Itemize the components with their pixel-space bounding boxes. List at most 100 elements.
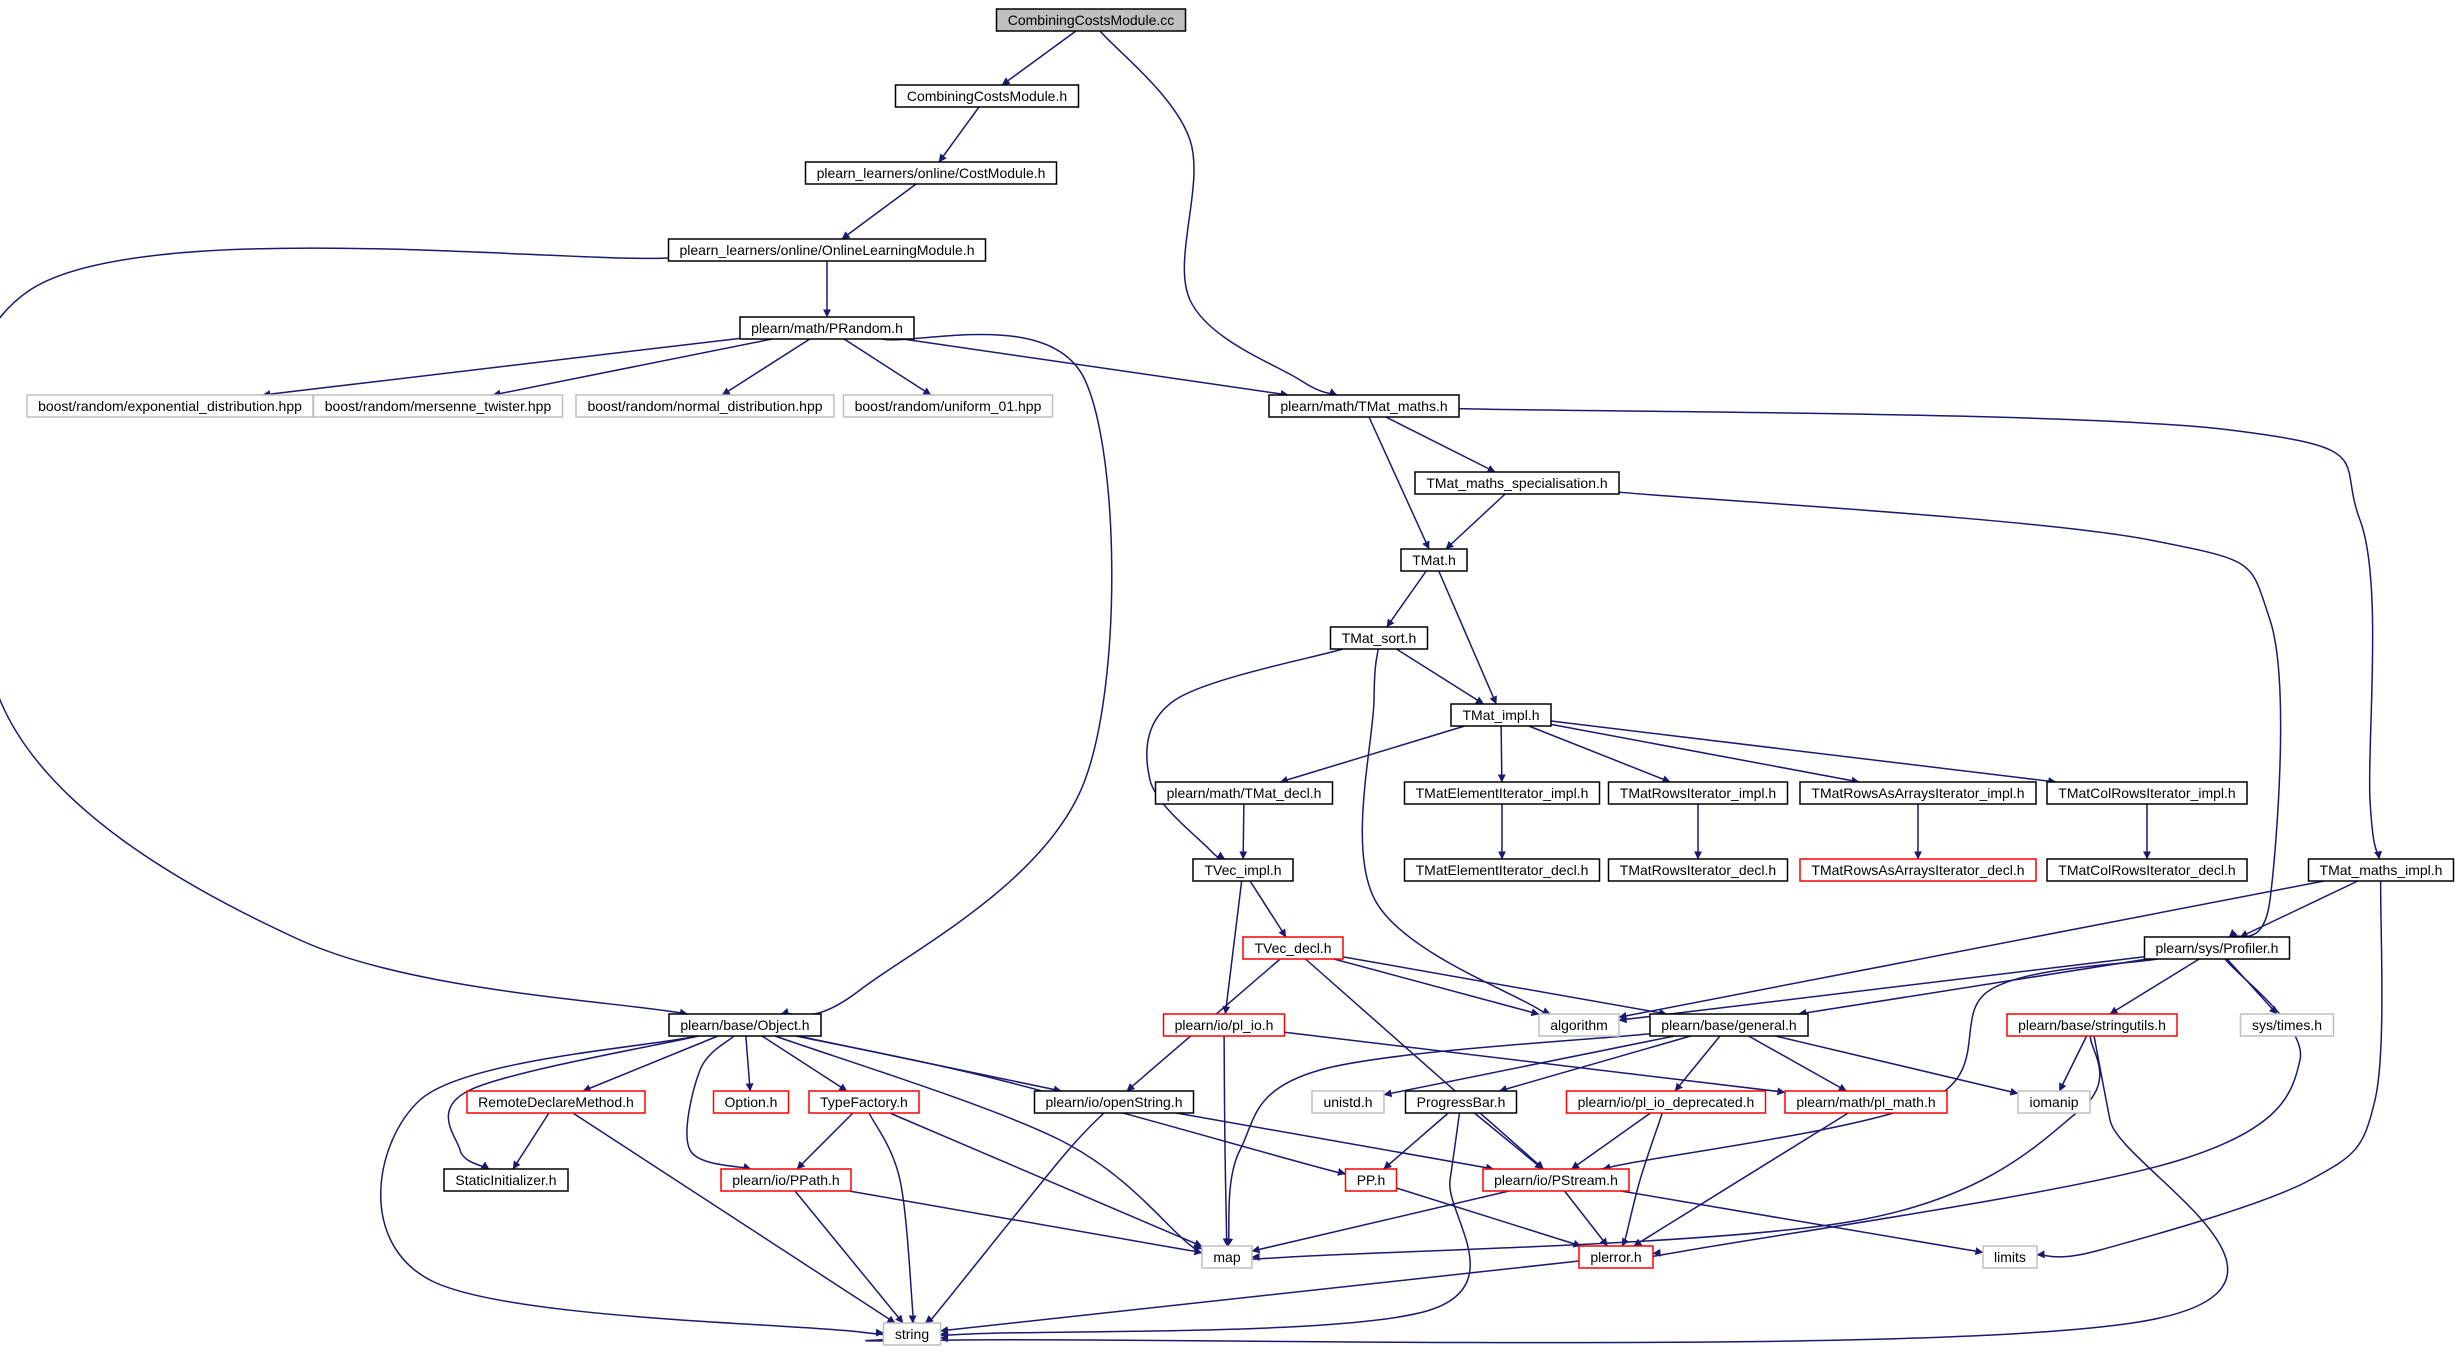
node-tmat-sort-h[interactable]: TMat_sort.h [1329, 626, 1429, 650]
node-tmat-impl-h[interactable]: TMat_impl.h [1450, 703, 1552, 727]
node-map[interactable]: map [1201, 1245, 1253, 1269]
node-box[interactable] [443, 1168, 569, 1192]
node-box[interactable] [575, 394, 835, 418]
node-box[interactable] [1162, 1013, 1286, 1037]
node-onlinelearningmodule-h[interactable]: plearn_learners/online/OnlineLearningMod… [667, 238, 987, 262]
node-box[interactable] [739, 316, 915, 340]
node-box[interactable] [804, 161, 1058, 185]
node-tmat-decl-h[interactable]: plearn/math/TMat_decl.h [1154, 781, 1334, 805]
node-tmat-maths-h[interactable]: plearn/math/TMat_maths.h [1268, 394, 1460, 418]
node-box[interactable] [1201, 1245, 1253, 1269]
node-box[interactable] [1982, 1245, 2038, 1269]
node-box[interactable] [1033, 1090, 1195, 1114]
node-box[interactable] [1242, 936, 1344, 960]
node-pl-io-h[interactable]: plearn/io/pl_io.h [1162, 1013, 1286, 1037]
node-tmatcolrowsiterator-decl-h[interactable]: TMatColRowsIterator_decl.h [2046, 858, 2248, 882]
node-box[interactable] [1607, 858, 1789, 882]
node-box[interactable] [1403, 781, 1601, 805]
node-box[interactable] [808, 1090, 920, 1114]
node-box[interactable] [2307, 858, 2455, 882]
node-box[interactable] [1607, 781, 1789, 805]
node-box[interactable] [882, 1322, 942, 1346]
node-tvec-impl-h[interactable]: TVec_impl.h [1192, 858, 1294, 882]
node-box[interactable] [1154, 781, 1334, 805]
node-pl-math-h[interactable]: plearn/math/pl_math.h [1784, 1090, 1948, 1114]
node-box[interactable] [2046, 781, 2248, 805]
node-staticinitializer-h[interactable]: StaticInitializer.h [443, 1168, 569, 1192]
node-box[interactable] [1404, 1090, 1518, 1114]
node-typefactory-h[interactable]: TypeFactory.h [808, 1090, 920, 1114]
node-unistd-h[interactable]: unistd.h [1311, 1090, 1385, 1114]
node-progressbar-h[interactable]: ProgressBar.h [1404, 1090, 1518, 1114]
node-tmat-h[interactable]: TMat.h [1400, 548, 1468, 572]
node-tvec-decl-h[interactable]: TVec_decl.h [1242, 936, 1344, 960]
node-box[interactable] [1329, 626, 1429, 650]
node-box[interactable] [842, 394, 1054, 418]
node-box[interactable] [1268, 394, 1460, 418]
node-box[interactable] [2017, 1090, 2091, 1114]
node-sys-times-h[interactable]: sys/times.h [2239, 1013, 2335, 1037]
node-costmodule-h[interactable]: plearn_learners/online/CostModule.h [804, 161, 1058, 185]
node-box[interactable] [1400, 548, 1468, 572]
node-tmatcolrowsiterator-impl-h[interactable]: TMatColRowsIterator_impl.h [2046, 781, 2248, 805]
node-ppath-h[interactable]: plearn/io/PPath.h [720, 1168, 852, 1192]
node-remotedeclaremethod-h[interactable]: RemoteDeclareMethod.h [466, 1090, 646, 1114]
node-tmat-maths-specialisation-h[interactable]: TMat_maths_specialisation.h [1414, 471, 1620, 495]
node-iomanip[interactable]: iomanip [2017, 1090, 2091, 1114]
node-box[interactable] [1578, 1245, 1654, 1269]
node-box[interactable] [720, 1168, 852, 1192]
node-combiningcostsmodule-cc[interactable]: CombiningCostsModule.cc [995, 8, 1187, 32]
node-tmatelementiterator-decl-h[interactable]: TMatElementIterator_decl.h [1403, 858, 1601, 882]
node-general-h[interactable]: plearn/base/general.h [1649, 1013, 1809, 1037]
node-box[interactable] [1565, 1090, 1767, 1114]
node-exponential-distribution-hpp[interactable]: boost/random/exponential_distribution.hp… [26, 394, 314, 418]
node-box[interactable] [312, 394, 564, 418]
node-object-h[interactable]: plearn/base/Object.h [668, 1013, 822, 1037]
node-box[interactable] [1482, 1168, 1630, 1192]
node-stringutils-h[interactable]: plearn/base/stringutils.h [2006, 1013, 2178, 1037]
node-box[interactable] [1192, 858, 1294, 882]
node-profiler-h[interactable]: plearn/sys/Profiler.h [2143, 936, 2291, 960]
node-box[interactable] [1799, 781, 2037, 805]
node-plerror-h[interactable]: plerror.h [1578, 1245, 1654, 1269]
node-box[interactable] [894, 84, 1080, 108]
node-tmatrowsasarraysiterator-impl-h[interactable]: TMatRowsAsArraysIterator_impl.h [1799, 781, 2037, 805]
node-normal-distribution-hpp[interactable]: boost/random/normal_distribution.hpp [575, 394, 835, 418]
node-box[interactable] [712, 1090, 790, 1114]
node-box[interactable] [466, 1090, 646, 1114]
node-box[interactable] [1450, 703, 1552, 727]
node-algorithm[interactable]: algorithm [1538, 1013, 1620, 1037]
node-box[interactable] [2143, 936, 2291, 960]
node-box[interactable] [2006, 1013, 2178, 1037]
node-box[interactable] [1311, 1090, 1385, 1114]
node-box[interactable] [995, 8, 1187, 32]
node-box[interactable] [668, 1013, 822, 1037]
node-combiningcostsmodule-h[interactable]: CombiningCostsModule.h [894, 84, 1080, 108]
node-box[interactable] [1799, 858, 2037, 882]
node-box[interactable] [1649, 1013, 1809, 1037]
node-box[interactable] [1538, 1013, 1620, 1037]
node-mersenne-twister-hpp[interactable]: boost/random/mersenne_twister.hpp [312, 394, 564, 418]
node-box[interactable] [1403, 858, 1601, 882]
node-uniform-01-hpp[interactable]: boost/random/uniform_01.hpp [842, 394, 1054, 418]
node-box[interactable] [1344, 1168, 1398, 1192]
node-pp-h[interactable]: PP.h [1344, 1168, 1398, 1192]
node-pl-io-deprecated-h[interactable]: plearn/io/pl_io_deprecated.h [1565, 1090, 1767, 1114]
node-tmatrowsasarraysiterator-decl-h[interactable]: TMatRowsAsArraysIterator_decl.h [1799, 858, 2037, 882]
node-label: TVec_impl.h [1204, 862, 1281, 878]
node-tmatrowsiterator-impl-h[interactable]: TMatRowsIterator_impl.h [1607, 781, 1789, 805]
node-box[interactable] [2239, 1013, 2335, 1037]
node-option-h[interactable]: Option.h [712, 1090, 790, 1114]
node-tmat-maths-impl-h[interactable]: TMat_maths_impl.h [2307, 858, 2455, 882]
node-box[interactable] [667, 238, 987, 262]
node-prandom-h[interactable]: plearn/math/PRandom.h [739, 316, 915, 340]
node-pstream-h[interactable]: plearn/io/PStream.h [1482, 1168, 1630, 1192]
node-limits[interactable]: limits [1982, 1245, 2038, 1269]
node-tmatrowsiterator-decl-h[interactable]: TMatRowsIterator_decl.h [1607, 858, 1789, 882]
node-tmatelementiterator-impl-h[interactable]: TMatElementIterator_impl.h [1403, 781, 1601, 805]
node-box[interactable] [1414, 471, 1620, 495]
node-openstring-h[interactable]: plearn/io/openString.h [1033, 1090, 1195, 1114]
node-box[interactable] [2046, 858, 2248, 882]
node-box[interactable] [1784, 1090, 1948, 1114]
node-string[interactable]: string [882, 1322, 942, 1346]
